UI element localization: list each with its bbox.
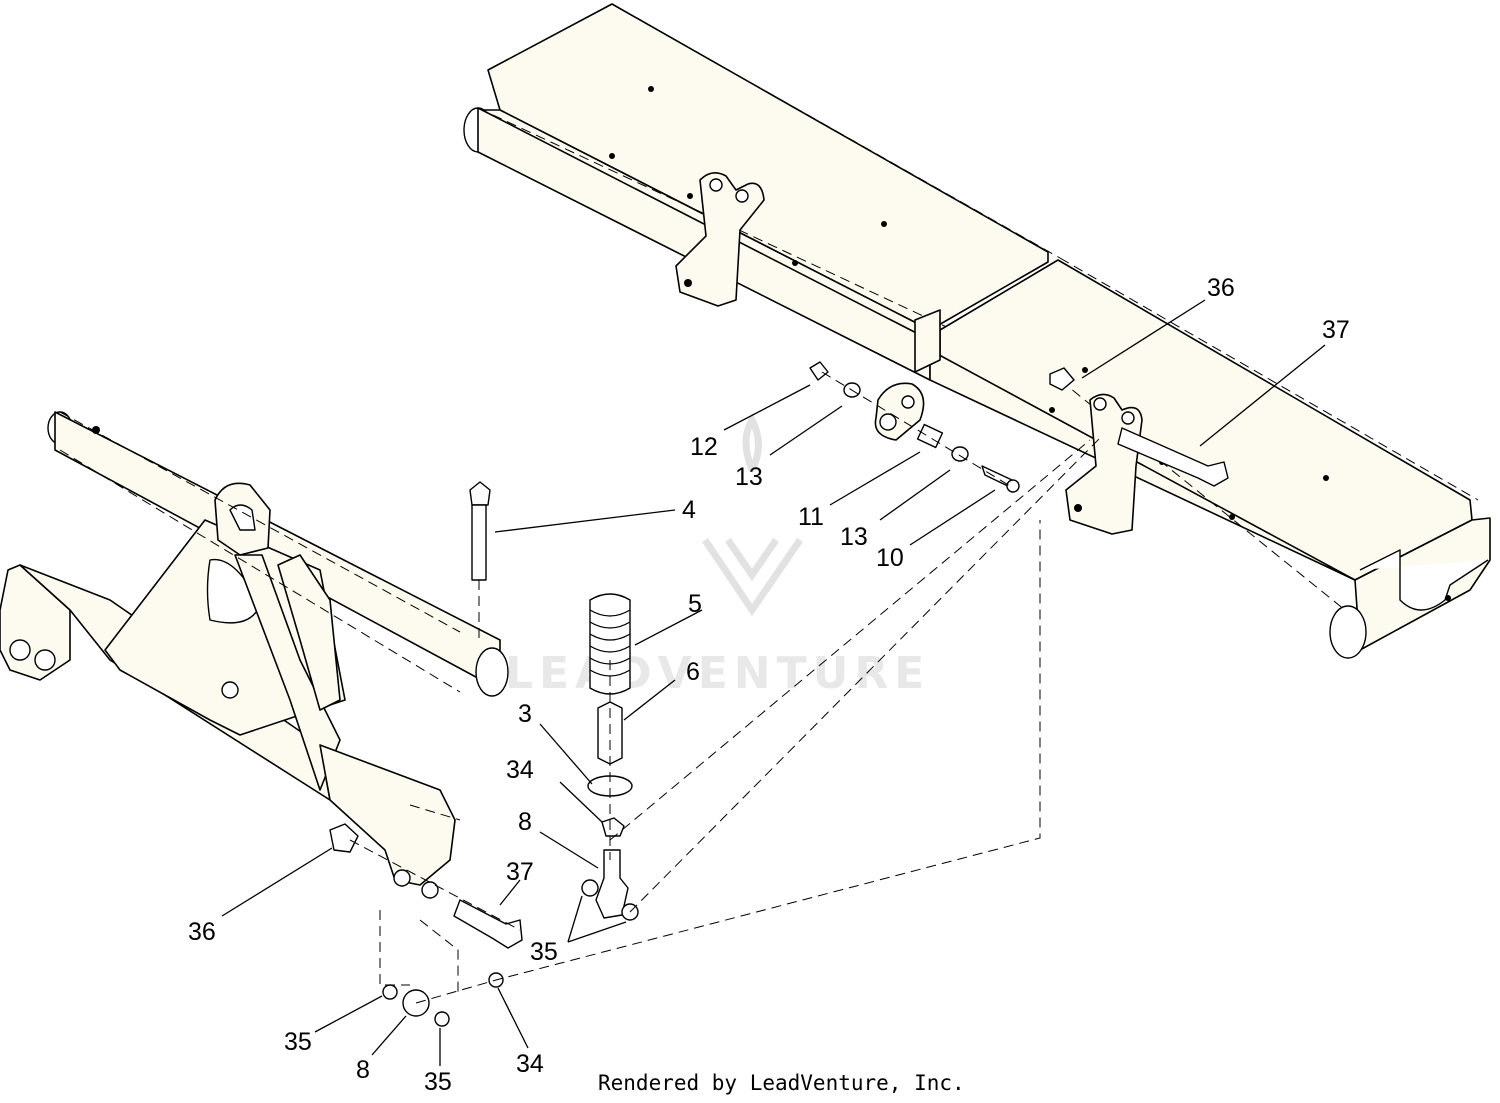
spring-5 [589, 593, 631, 695]
lower-arm-bracket [319, 744, 456, 886]
callout-35-lower-left: 35 [284, 1028, 312, 1056]
callout-13-bottom: 13 [840, 523, 868, 551]
upper-hanger-bracket [675, 172, 765, 307]
nut-36-right [1049, 367, 1075, 391]
callout-5: 5 [688, 590, 702, 618]
callout-34-mid: 34 [506, 756, 534, 784]
watermark-logo: LEADVENTURE [505, 412, 930, 699]
render-credit: Rendered by LeadVenture, Inc. [598, 1071, 965, 1095]
nut-36-left [329, 823, 359, 853]
callout-35-lower: 35 [424, 1068, 452, 1096]
bolt-4-head [469, 481, 491, 506]
deck-tube-end [1329, 605, 1367, 659]
lower-left-hardware [329, 437, 1101, 1027]
bushing-35-c [382, 984, 398, 1000]
deck-upper [463, 3, 1061, 381]
nut-34-mid [601, 817, 625, 837]
callout-12: 12 [690, 433, 718, 461]
bolt-37-right [1117, 427, 1229, 487]
bolt-4-shank [471, 504, 487, 581]
callouts: 36 37 12 13 11 13 10 4 5 6 3 34 8 37 36 … [188, 274, 1350, 1096]
callout-36-left: 36 [188, 918, 216, 946]
pivot-hardware [809, 309, 1229, 493]
callout-35-mid: 35 [530, 938, 558, 966]
bushing-35-a [581, 879, 599, 897]
bushing-35-d [434, 1011, 450, 1027]
bushing-11 [916, 423, 944, 449]
left-frame-assembly [0, 411, 509, 899]
callout-37-left: 37 [506, 858, 534, 886]
nut-12 [809, 361, 829, 381]
watermark-text: LEADVENTURE [505, 648, 930, 699]
callout-8-mid: 8 [518, 808, 532, 836]
bolt-37-left [453, 899, 523, 949]
deck-lower [929, 257, 1491, 659]
callout-10: 10 [876, 544, 904, 572]
callout-13-top: 13 [735, 463, 763, 491]
pivot-plate [874, 382, 925, 441]
callout-3: 3 [518, 700, 532, 728]
washer-13-lower [951, 446, 969, 462]
callout-6: 6 [686, 658, 700, 686]
callout-34-lower: 34 [516, 1050, 544, 1078]
callout-11: 11 [798, 503, 824, 531]
callout-8-lower: 8 [356, 1056, 370, 1084]
leader-lines [221, 299, 1326, 1066]
spring-assembly [469, 481, 639, 921]
left-tube-end [475, 647, 509, 697]
callout-37-right: 37 [1322, 316, 1350, 344]
callout-4: 4 [682, 496, 696, 524]
callout-36-right: 36 [1207, 274, 1235, 302]
